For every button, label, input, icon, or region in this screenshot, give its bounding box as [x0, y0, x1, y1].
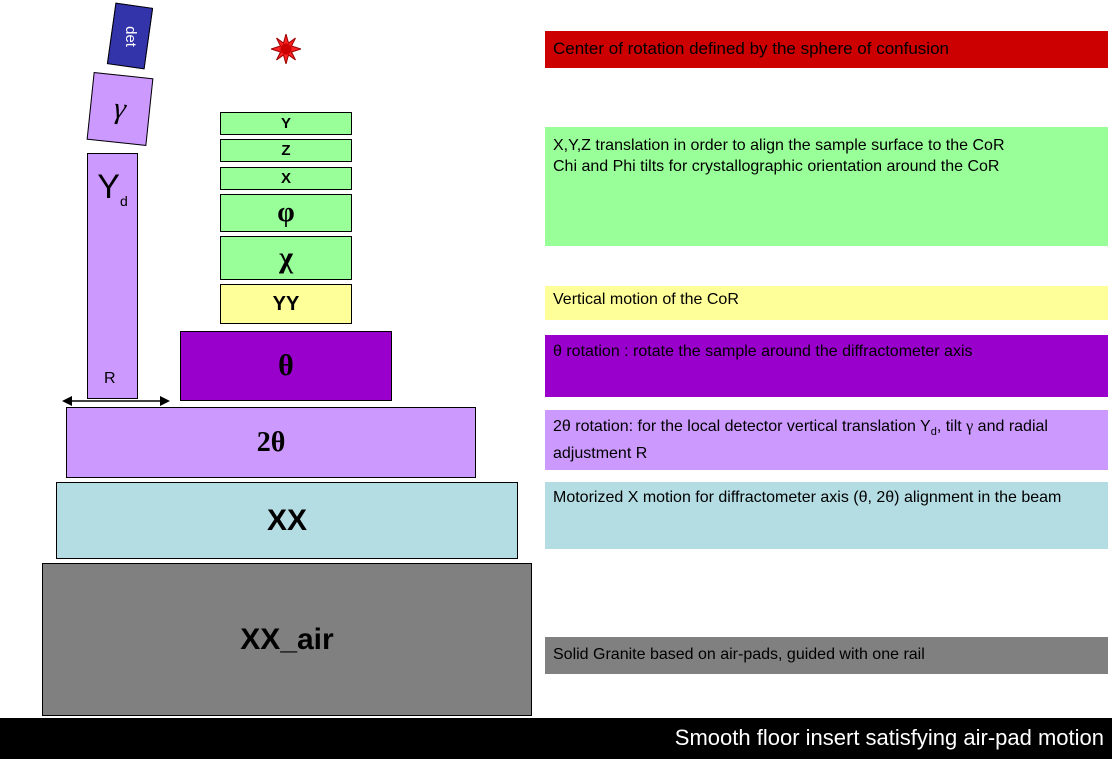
yy-description: Vertical motion of the CoR	[545, 286, 1108, 320]
detector-block: det	[106, 2, 154, 70]
xx-description: Motorized X motion for diffractometer ax…	[545, 482, 1108, 549]
y-translation-stage: Y	[220, 112, 352, 135]
yd-label: Yd	[97, 168, 128, 209]
floor-description: Smooth floor insert satisfying air-pad m…	[674, 725, 1104, 750]
granite-description: Solid Granite based on air-pads, guided …	[545, 637, 1108, 674]
xyz-chi-phi-description: X,Y,Z translation in order to align the …	[545, 127, 1108, 246]
gamma-label: γ	[112, 91, 128, 126]
phi-tilt-stage: φ	[220, 194, 352, 232]
two-theta-description: 2θ rotation: for the local detector vert…	[545, 410, 1108, 470]
xx-motorized-stage: XX	[56, 482, 518, 559]
cor-description: Center of rotation defined by the sphere…	[545, 31, 1108, 68]
radial-adjustment-arrow	[62, 396, 170, 406]
chi-tilt-stage: χ	[220, 236, 352, 280]
theta-description: θ rotation : rotate the sample around th…	[545, 335, 1108, 397]
yd-column: Yd	[87, 153, 138, 399]
xx-air-granite-base: XX_air	[42, 563, 532, 716]
yy-vertical-stage: YY	[220, 284, 352, 324]
detector-label: det	[121, 25, 139, 47]
two-theta-rotation-stage: 2θ	[66, 407, 476, 478]
center-of-rotation-star-icon	[271, 34, 301, 64]
gamma-tilt-block: γ	[86, 72, 154, 146]
floor-insert: Smooth floor insert satisfying air-pad m…	[0, 718, 1112, 759]
z-translation-stage: Z	[220, 139, 352, 162]
x-translation-stage: X	[220, 167, 352, 190]
r-label: R	[104, 370, 116, 387]
theta-rotation-stage: θ	[180, 331, 392, 401]
